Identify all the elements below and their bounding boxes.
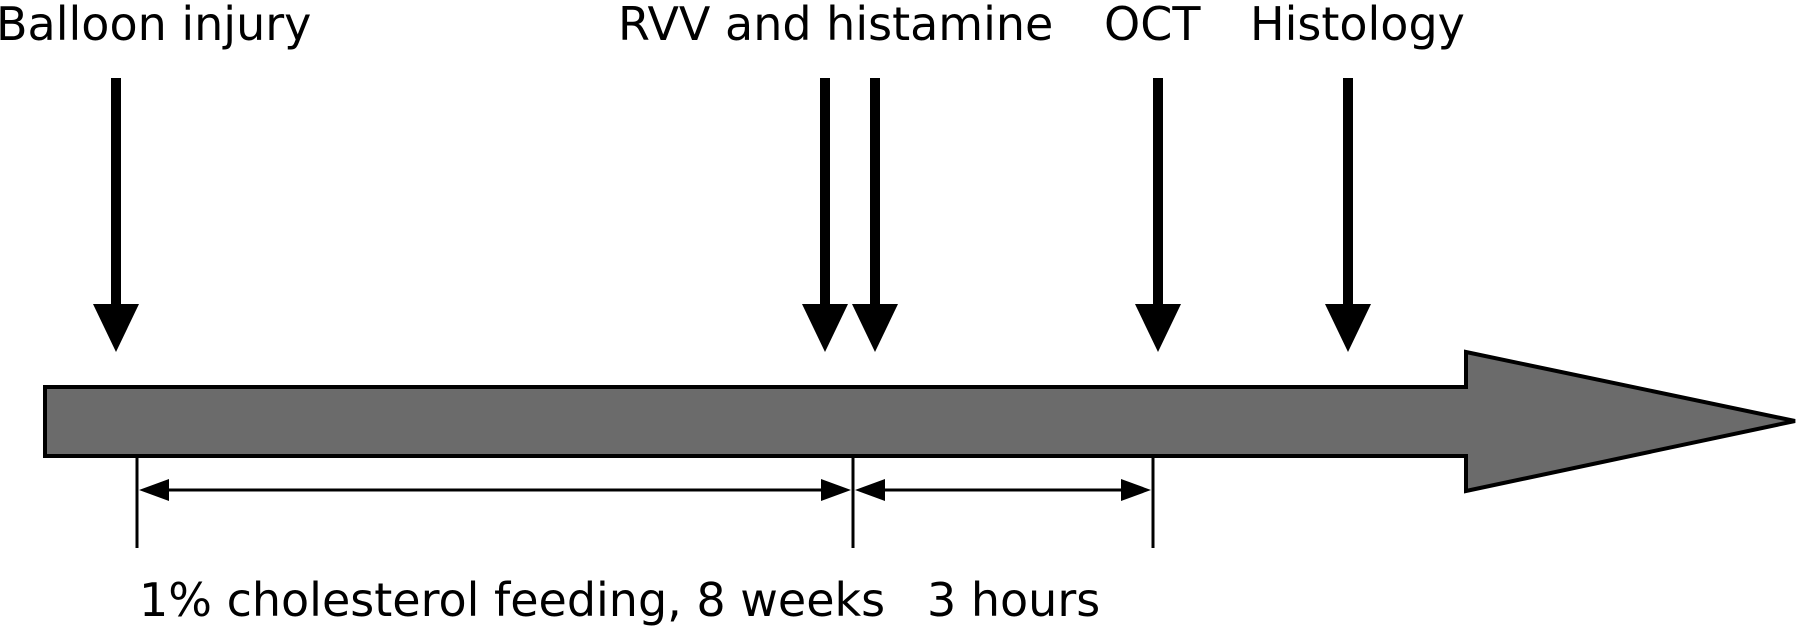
event-arrow-histamine bbox=[852, 78, 898, 352]
event-arrow-balloon-injury bbox=[93, 78, 139, 352]
span-label-cholesterol-feeding: 1% cholesterol feeding, 8 weeks bbox=[139, 573, 885, 627]
event-arrow-oct bbox=[1135, 78, 1181, 352]
span-arrow-three-hours bbox=[855, 479, 1151, 501]
span-arrow-cholesterol-feeding bbox=[139, 479, 851, 501]
timeline-arrow bbox=[43, 349, 1796, 494]
event-arrow-histology bbox=[1325, 78, 1371, 352]
span-label-three-hours: 3 hours bbox=[927, 573, 1100, 627]
event-label-balloon-injury: Balloon injury bbox=[0, 0, 311, 51]
event-arrow-rvv bbox=[802, 78, 848, 352]
event-label-histology: Histology bbox=[1250, 0, 1465, 51]
event-label-oct: OCT bbox=[1104, 0, 1201, 51]
event-label-rvv-histamine: RVV and histamine bbox=[618, 0, 1053, 51]
